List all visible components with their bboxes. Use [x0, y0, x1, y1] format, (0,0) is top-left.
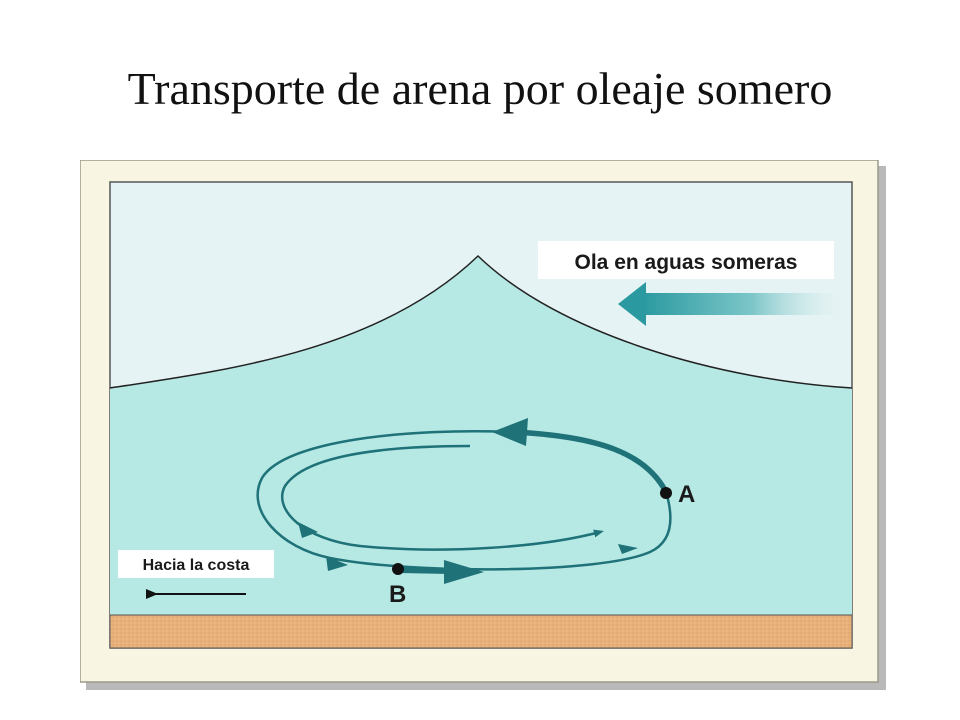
shore-label-box: Hacia la costa	[118, 550, 274, 578]
wave-surface-line	[109, 254, 853, 389]
wave-direction-arrow	[618, 282, 842, 326]
wave-label-box: Ola en aguas someras	[538, 241, 834, 279]
slide-title: Transporte de arena por oleaje somero	[127, 63, 833, 114]
wave-diagram: Ola en aguas someras A B	[80, 160, 886, 690]
point-a: A	[660, 481, 695, 508]
point-b: B	[389, 563, 406, 608]
wave-label: Ola en aguas someras	[575, 251, 798, 274]
orbital-paths	[256, 418, 672, 584]
point-b-label: B	[389, 581, 406, 608]
shore-label: Hacia la costa	[143, 557, 250, 574]
sand-bottom	[109, 614, 853, 649]
water-body	[110, 256, 852, 615]
orbit-bottom-thick-arrow	[399, 567, 451, 574]
orbit-arrowhead-2	[326, 556, 348, 571]
orbit-arrowhead-1	[298, 522, 318, 538]
orbit-upper-thick-arc	[511, 429, 669, 494]
orbit-bottom-arrowhead	[444, 560, 484, 584]
point-a-label: A	[678, 481, 695, 508]
orbit-arrowhead-3	[618, 544, 638, 554]
